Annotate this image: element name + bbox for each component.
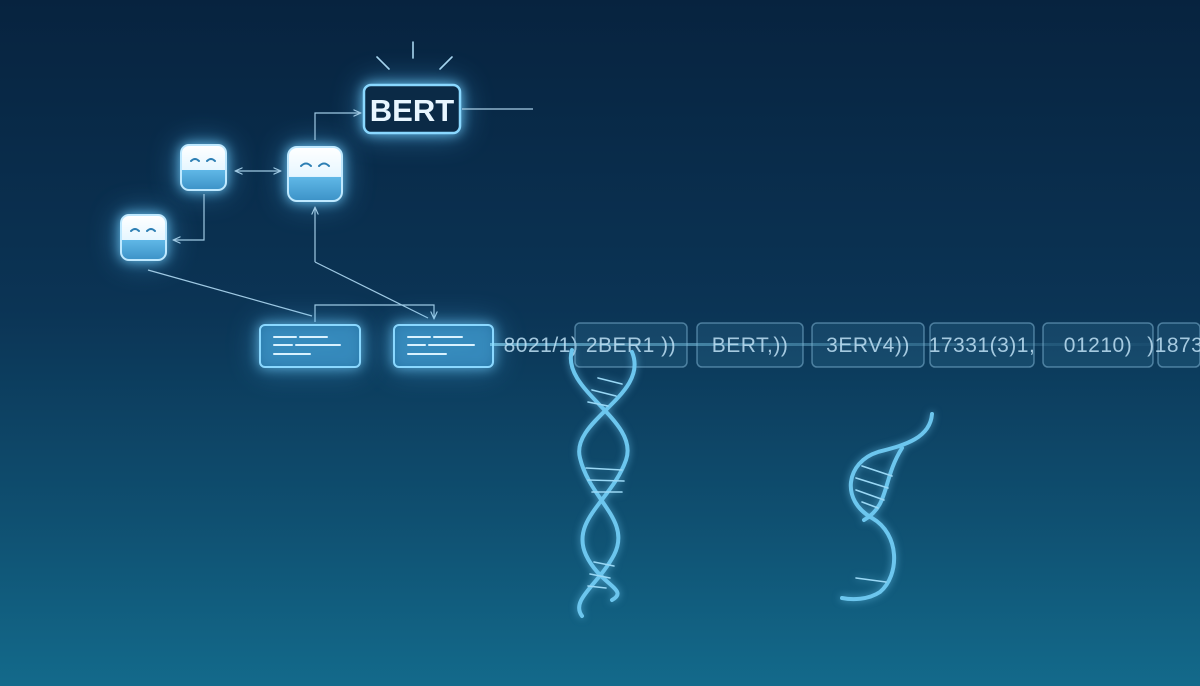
light-beam [490, 343, 1200, 346]
connector-lines [147, 113, 434, 322]
embedding-node-2[interactable] [393, 324, 494, 368]
token-chip: 2BER1 )) [574, 322, 688, 368]
agent-node-top[interactable] [287, 146, 343, 202]
token-chip: 17331(3)1, [929, 322, 1036, 368]
token-label: 17331(3)1, [929, 334, 1036, 357]
spark-lines [376, 41, 453, 70]
agent-node-bottom[interactable] [120, 214, 167, 261]
bert-label: BERT [370, 93, 454, 128]
token-strip: 8021/1) 2BER1 )) BERT,)) 3ERV4)) 17331(3)1, 0… [504, 322, 1200, 368]
token-chip: 3ERV4)) [811, 322, 925, 368]
token-label: 3ERV4)) [826, 334, 910, 357]
token-label: BERT,)) [712, 334, 789, 357]
token-label: 01210) [1064, 334, 1132, 357]
token-chip: BERT,)) [696, 322, 804, 368]
bert-node[interactable]: BERT [362, 41, 533, 135]
dna-helix-icon [568, 348, 637, 618]
robot-face-icon [130, 228, 156, 232]
token-label: 2BER1 )) [586, 334, 676, 357]
agent-node-left[interactable] [180, 144, 227, 191]
token-label: )1873) [1147, 334, 1200, 357]
robot-face-icon [300, 162, 330, 167]
embedding-node-1[interactable] [259, 324, 361, 368]
token-chip: 8021/1) [504, 334, 579, 357]
token-label: 8021/1) [504, 334, 579, 357]
token-chip: )1873) [1147, 322, 1200, 368]
text-lines-icon [407, 336, 475, 355]
text-lines-icon [273, 336, 341, 355]
dna-helix-icon [840, 412, 934, 602]
robot-face-icon [190, 158, 216, 162]
token-chip: 01210) [1042, 322, 1154, 368]
